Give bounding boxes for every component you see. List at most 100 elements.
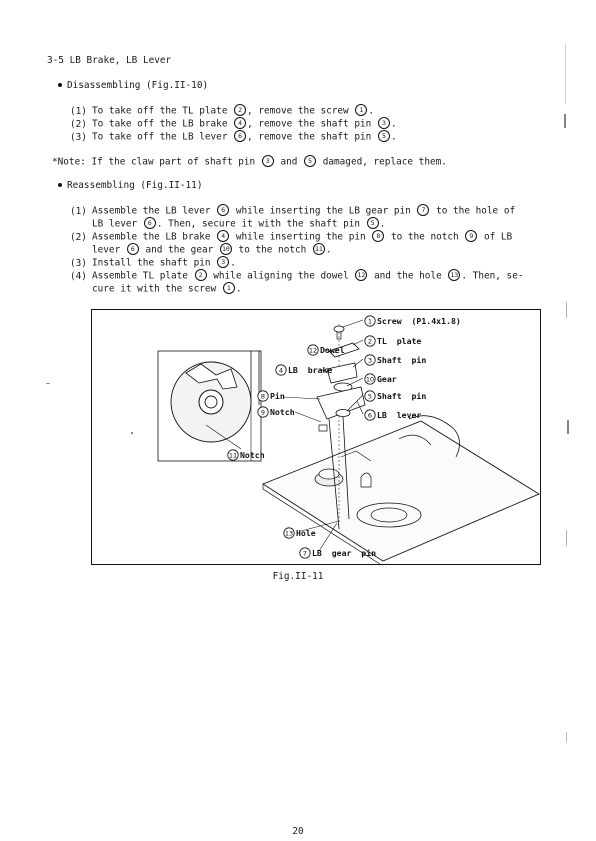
- callout-number: 9: [465, 230, 478, 242]
- step-text: .: [230, 257, 236, 269]
- callout-number: 12: [309, 346, 317, 354]
- callout-number: 4: [279, 366, 283, 374]
- lower-gear-ring: [356, 502, 422, 528]
- callout-number: 1: [368, 317, 372, 325]
- step-number: (2): [70, 118, 87, 130]
- note-text: damaged, replace them.: [317, 156, 447, 168]
- scan-artifact: [566, 302, 567, 318]
- callout-circle: [307, 344, 319, 356]
- part-label: TL plate: [377, 336, 421, 346]
- step-text: . Then, secure it with the shaft pin: [156, 218, 366, 230]
- callout-circle: [364, 390, 376, 402]
- reassembling-title: Reassembling (Fig.II-11): [67, 180, 203, 191]
- bullet-icon: [58, 82, 62, 87]
- callout-number: 5: [377, 130, 390, 142]
- step-text: lever: [92, 244, 126, 256]
- callout-number: 6: [217, 204, 230, 216]
- step-text: , remove the shaft pin: [247, 118, 377, 130]
- disassembling-step-2: (2)To take off the LB brake 4, remove th…: [70, 117, 397, 130]
- callout-number: 5: [368, 392, 372, 400]
- step-text: while aligning the dowel: [207, 270, 355, 282]
- step-text: and the gear: [139, 244, 219, 256]
- tl-plate-part: [328, 342, 360, 358]
- disassembling-heading: Disassembling (Fig.II-10): [58, 80, 208, 91]
- screw-part: [333, 325, 345, 333]
- step-text: while inserting the pin: [230, 231, 372, 243]
- step-text: , remove the shaft pin: [247, 131, 377, 143]
- note-text: *Note: If the claw part of shaft pin: [52, 156, 261, 168]
- callout-number: 3: [368, 356, 372, 364]
- reassembling-step-3: (3)Install the shaft pin 3.: [70, 256, 236, 269]
- part-label: Notch: [270, 407, 295, 417]
- step-text: . Then, se-: [461, 270, 524, 282]
- step-text: to the hole of: [430, 205, 516, 217]
- callout-number: 8: [372, 230, 385, 242]
- figure-label: 6 LB lever: [364, 409, 421, 421]
- callout-number: 4: [217, 230, 230, 242]
- scan-artifact: [46, 383, 50, 384]
- note: *Note: If the claw part of shaft pin 3 a…: [52, 155, 447, 168]
- step-text: while inserting the LB gear pin: [230, 205, 417, 217]
- callout-number: 3: [261, 155, 274, 167]
- callout-circle: [364, 354, 376, 366]
- callout-number: 13: [285, 529, 293, 537]
- scan-artifact: [567, 420, 569, 434]
- callout-number: 11: [229, 451, 237, 459]
- part-label: Dowel: [320, 345, 345, 355]
- callout-number: 3: [377, 117, 390, 129]
- scan-artifact: [565, 44, 566, 104]
- figure-caption: Fig.II-11: [272, 571, 324, 582]
- step-text: Install the shaft pin: [92, 257, 217, 269]
- step-text: of LB: [478, 231, 513, 243]
- callout-number: 5: [304, 155, 317, 167]
- step-number: (3): [70, 131, 87, 143]
- callout-circle: [299, 547, 311, 559]
- callout-circle: [283, 527, 295, 539]
- callout-number: 12: [355, 269, 368, 281]
- section-heading: 3-5 LB Brake, LB Lever: [47, 55, 172, 66]
- callout-number: 13: [448, 269, 461, 281]
- step-text: .: [379, 218, 386, 230]
- callout-number: 3: [217, 256, 230, 268]
- reassembling-step-1: (1) Assemble the LB lever 6 while inserti…: [70, 204, 516, 217]
- step-number: (1): [70, 205, 87, 217]
- callout-number: 6: [126, 243, 139, 255]
- part-label: LB lever: [377, 410, 421, 420]
- callout-number: 1: [355, 104, 368, 116]
- step-text: Assemble the LB lever: [92, 205, 217, 217]
- callout-number: 6: [368, 411, 372, 419]
- reassembling-step-1-cont: LB lever 6. Then, secure it with the sha…: [92, 217, 386, 230]
- reassembling-step-4-cont: cure it with the screw 1.: [92, 282, 242, 295]
- step-text: To take off the LB lever: [92, 131, 234, 143]
- step-number: (2): [70, 231, 87, 243]
- scan-artifact: [566, 732, 567, 742]
- step-text: .: [390, 131, 397, 143]
- step-text: LB lever: [92, 218, 143, 230]
- scan-artifact: [564, 114, 566, 128]
- callout-circle: [364, 335, 376, 347]
- callout-circle: [275, 364, 287, 376]
- step-text: To take off the LB brake: [92, 118, 234, 130]
- part-label: LB brake: [288, 365, 332, 375]
- scan-artifact: [566, 530, 567, 546]
- step-text: Assemble the LB brake: [92, 231, 217, 243]
- callout-number: 1: [222, 282, 235, 294]
- figure-label: 4 LB brake: [275, 364, 332, 376]
- step-text: and the hole: [368, 270, 448, 282]
- bullet-icon: [58, 182, 62, 187]
- scan-artifact: [131, 432, 133, 434]
- reassembling-step-2-cont: lever 6 and the gear 10 to the notch 11.: [92, 243, 332, 256]
- disassembling-step-1: (1)To take off the TL plate 2, remove th…: [70, 104, 374, 117]
- step-number: (4): [70, 270, 87, 282]
- callout-circle: [227, 449, 239, 461]
- step-text: .: [235, 283, 242, 295]
